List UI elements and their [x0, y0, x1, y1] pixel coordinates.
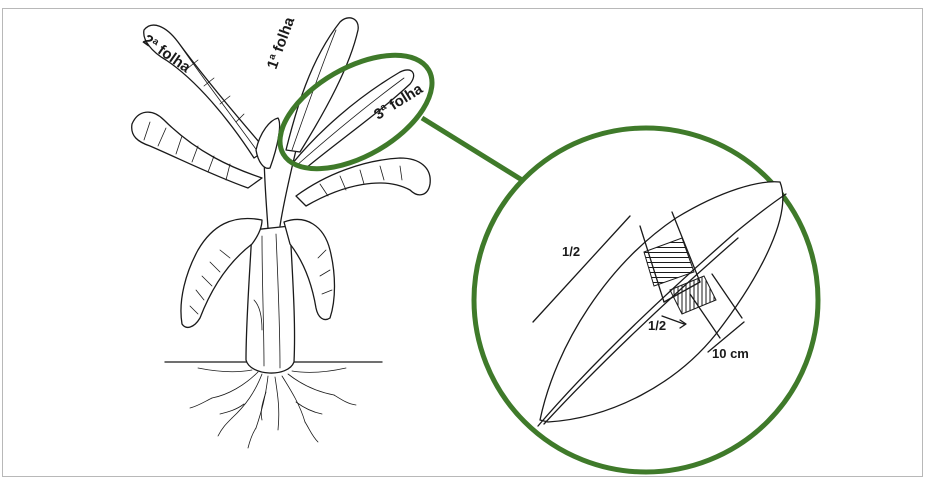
label-ten-cm: 10 cm: [712, 346, 749, 361]
label-half-inner: 1/2: [648, 318, 666, 333]
label-half-outer: 1/2: [562, 244, 580, 259]
pseudostem: [246, 226, 295, 373]
detail-magnifier: 1/2 1/2 10 cm: [474, 128, 818, 472]
